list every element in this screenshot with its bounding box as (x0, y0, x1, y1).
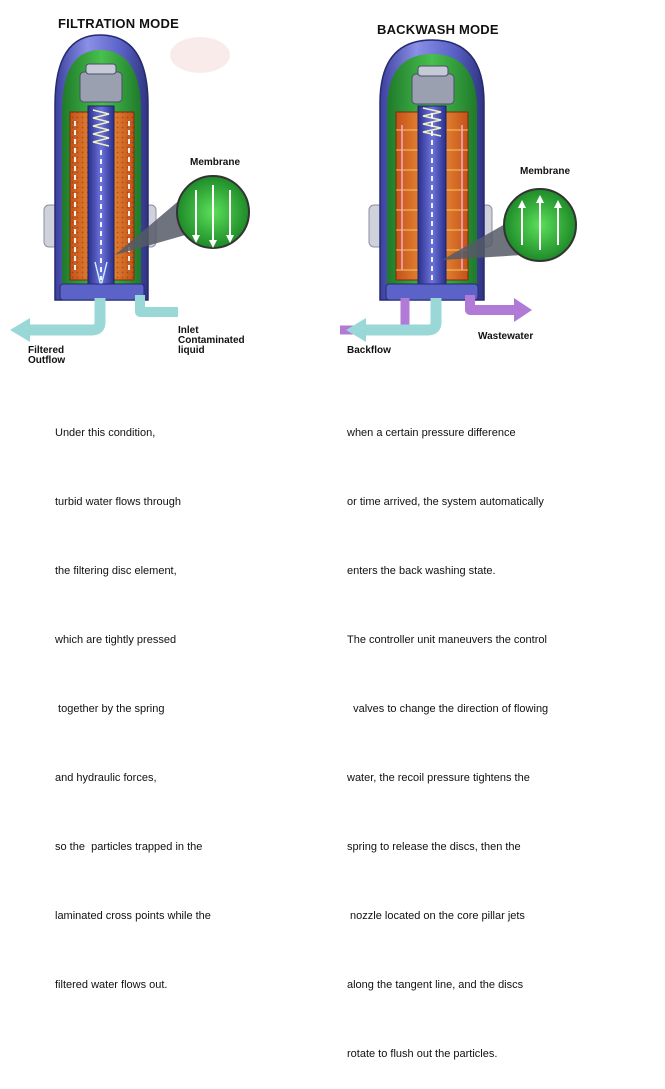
description-line: nozzle located on the core pillar jets (347, 910, 525, 922)
backwash-diagram (340, 39, 577, 342)
description-line: turbid water flows through (55, 496, 181, 508)
description-line: enters the back washing state. (347, 565, 496, 577)
inlet-label: Inlet Contaminated liquid (178, 325, 245, 356)
filtration-mode-title: FILTRATION MODE (58, 16, 179, 31)
filtration-description: Under this condition, turbid water flows… (55, 376, 211, 1020)
backwash-description: when a certain pressure difference or ti… (347, 376, 548, 1089)
filtered-outflow-pipe (30, 298, 106, 336)
description-line: together by the spring (55, 703, 165, 715)
filtration-membrane-label: Membrane (190, 157, 241, 168)
description-line: the filtering disc element, (55, 565, 177, 577)
description-line: which are tightly pressed (55, 634, 177, 646)
description-line: when a certain pressure difference (347, 427, 516, 439)
description-line: filtered water flows out. (55, 979, 168, 991)
description-line: The controller unit maneuvers the contro… (347, 634, 547, 646)
wastewater-label: Wastewater (478, 331, 534, 342)
description-line: laminated cross points while the (55, 910, 211, 922)
inlet-pipe (135, 295, 178, 317)
description-line: and hydraulic forces, (55, 772, 157, 784)
backwash-mode-title: BACKWASH MODE (377, 22, 499, 37)
filter-diagrams (10, 34, 577, 342)
backflow-label: Backflow (347, 345, 391, 356)
filtered-outflow-label: Filtered Outflow (28, 345, 66, 366)
wastewater-pipe (465, 295, 515, 315)
filtration-diagram (10, 34, 250, 342)
description-line: so the particles trapped in the (55, 841, 203, 853)
description-line: along the tangent line, and the discs (347, 979, 524, 991)
backwash-membrane-label: Membrane (520, 166, 571, 177)
description-line: water, the recoil pressure tightens the (347, 772, 530, 784)
description-line: or time arrived, the system automaticall… (347, 496, 544, 508)
backflow-pipe (366, 298, 442, 336)
description-line: rotate to flush out the particles. (347, 1048, 498, 1060)
description-line: Under this condition, (55, 427, 156, 439)
description-line: valves to change the direction of flowin… (347, 703, 549, 715)
description-line: spring to release the discs, then the (347, 841, 521, 853)
